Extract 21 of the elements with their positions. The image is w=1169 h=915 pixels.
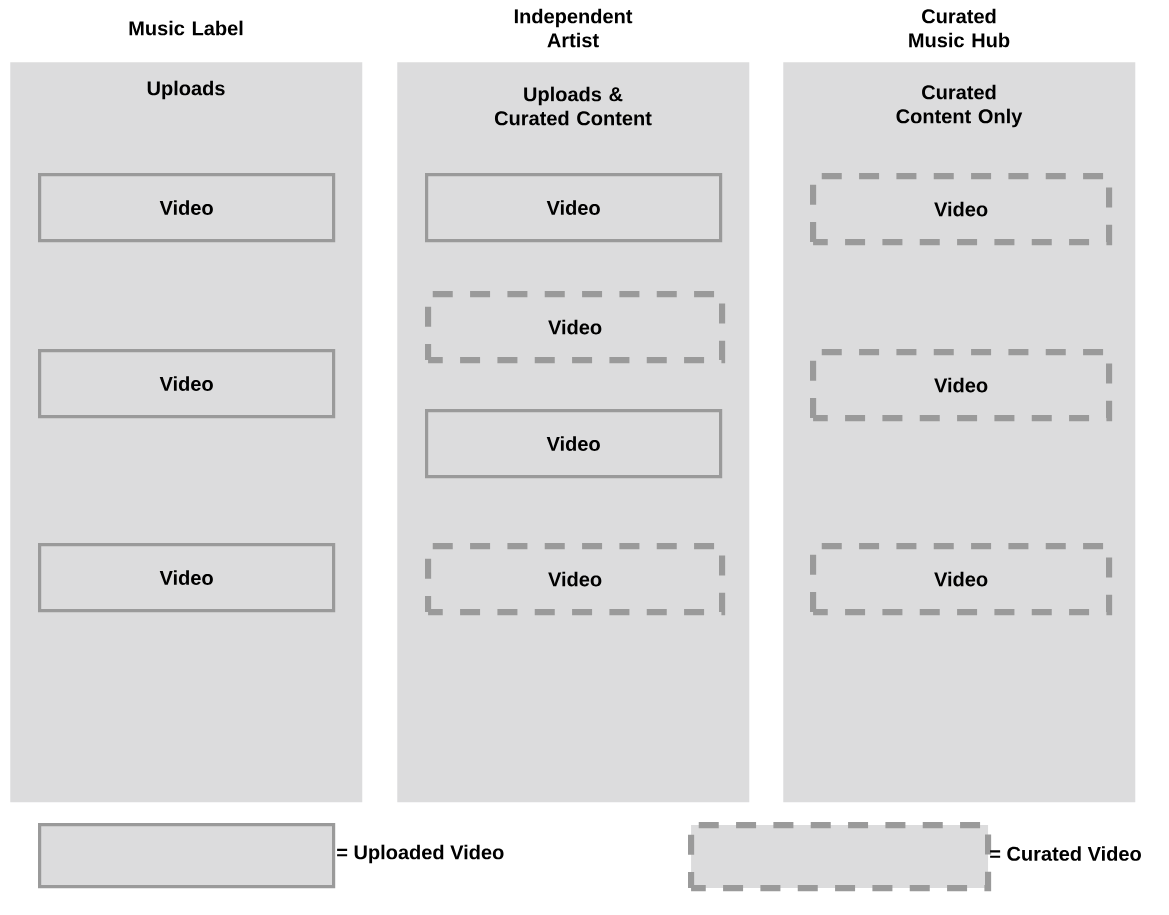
legend-label: = Uploaded Video — [337, 844, 504, 864]
curated-video-box: Video — [425, 291, 726, 364]
uploaded-video-box: Video — [425, 173, 723, 243]
column-subheading: Uploads — [147, 80, 225, 100]
curated-video-box: Video — [810, 543, 1113, 616]
column-subheading: Curated Content Only — [896, 84, 1023, 128]
column-panel — [397, 8, 750, 803]
column-heading: Music Label — [129, 20, 243, 36]
curated-video-box: Video — [425, 543, 726, 616]
uploaded-video-box: Video — [38, 543, 336, 613]
uploaded-video-box: Video — [425, 409, 723, 479]
legend-label: = Curated Video — [990, 846, 1141, 861]
uploaded-video-box: Video — [38, 349, 336, 419]
uploaded-video-box: Video — [38, 173, 336, 243]
curated-video-box: Video — [810, 349, 1113, 422]
column-panel — [10, 20, 363, 803]
column-heading: Curated Music Hub — [909, 8, 1010, 48]
column-panel — [783, 8, 1136, 803]
curated-video-box: Video — [810, 173, 1113, 246]
column-subheading: Uploads & Curated Content — [494, 86, 652, 126]
column-heading: Independent Artist — [514, 8, 633, 48]
